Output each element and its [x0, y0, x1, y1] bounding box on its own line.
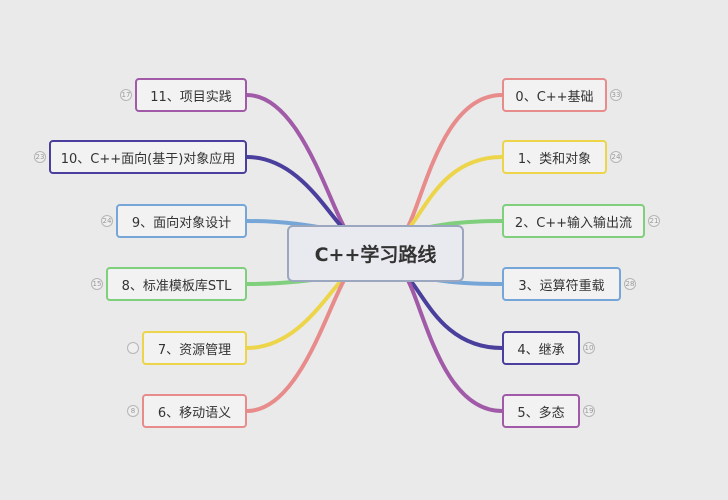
topic-label: 2、C++输入输出流	[514, 215, 633, 231]
count-badge[interactable]: 8	[127, 405, 139, 417]
right-topic-1[interactable]: 1、类和对象	[502, 140, 607, 174]
count-badge[interactable]: 24	[101, 215, 113, 227]
left-topic-4[interactable]: 7、资源管理	[142, 331, 247, 365]
topic-label: 10、C++面向(基于)对象应用	[60, 151, 236, 167]
count-badge[interactable]: 19	[583, 405, 595, 417]
topic-label: 7、资源管理	[157, 342, 232, 358]
left-topic-5[interactable]: 6、移动语义	[142, 394, 247, 428]
count-badge[interactable]: 10	[583, 342, 595, 354]
topic-label: 1、类和对象	[517, 151, 592, 167]
count-badge[interactable]: 21	[648, 215, 660, 227]
connector-left-4	[245, 273, 349, 350]
center-topic[interactable]: C++学习路线	[287, 225, 464, 282]
left-topic-1[interactable]: 10、C++面向(基于)对象应用	[49, 140, 247, 174]
topic-label: 8、标准模板库STL	[121, 278, 232, 294]
count-badge[interactable]: 23	[34, 151, 46, 163]
count-badge[interactable]: 24	[610, 151, 622, 163]
count-badge[interactable]: 28	[624, 278, 636, 290]
left-topic-3[interactable]: 8、标准模板库STL	[106, 267, 247, 301]
count-badge[interactable]: 15	[91, 278, 103, 290]
topic-label: 0、C++基础	[515, 89, 594, 105]
topic-label: 3、运算符重载	[518, 278, 605, 294]
connector-left-5	[245, 273, 349, 413]
right-topic-5[interactable]: 5、多态	[502, 394, 580, 428]
count-badge[interactable]: 33	[610, 89, 622, 101]
topic-label: 9、面向对象设计	[131, 215, 232, 231]
left-topic-2[interactable]: 9、面向对象设计	[116, 204, 247, 238]
right-topic-0[interactable]: 0、C++基础	[502, 78, 607, 112]
connector-left-0	[245, 93, 349, 234]
right-topic-2[interactable]: 2、C++输入输出流	[502, 204, 645, 238]
right-topic-3[interactable]: 3、运算符重载	[502, 267, 621, 301]
count-badge[interactable]	[127, 342, 139, 354]
topic-label: 4、继承	[517, 342, 565, 358]
topic-label: 6、移动语义	[157, 405, 232, 421]
topic-label: 11、项目实践	[150, 89, 232, 105]
left-topic-0[interactable]: 11、项目实践	[135, 78, 247, 112]
connector-right-0	[403, 93, 504, 234]
count-badge[interactable]: 17	[120, 89, 132, 101]
right-topic-4[interactable]: 4、继承	[502, 331, 580, 365]
connector-right-5	[403, 273, 504, 413]
topic-label: 5、多态	[517, 405, 565, 421]
